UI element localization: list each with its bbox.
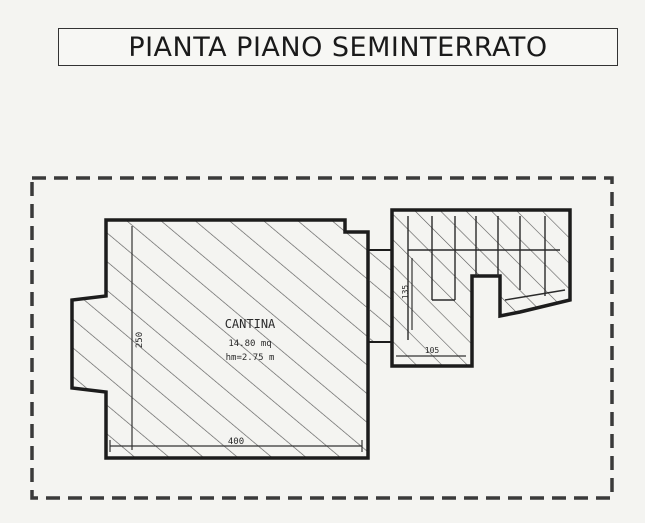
room-name: CANTINA (225, 317, 276, 331)
dim-stair-width: 105 (425, 346, 440, 355)
title-box: PIANTA PIANO SEMINTERRATO (58, 28, 618, 66)
property-boundary (30, 176, 614, 500)
cellar-room (70, 218, 370, 460)
stair-annex (390, 208, 572, 368)
stair-steps (407, 216, 566, 340)
dim-width-main: 400 (228, 437, 244, 447)
dim-height-main: 250 (135, 332, 145, 348)
corridor-link (367, 249, 393, 343)
room-height: hm=2.75 m (226, 353, 275, 363)
dimension-lines (109, 226, 466, 452)
dim-stair-depth: 135 (401, 285, 410, 300)
room-area: 14.80 mq (228, 339, 271, 349)
plan-title: PIANTA PIANO SEMINTERRATO (128, 31, 548, 63)
